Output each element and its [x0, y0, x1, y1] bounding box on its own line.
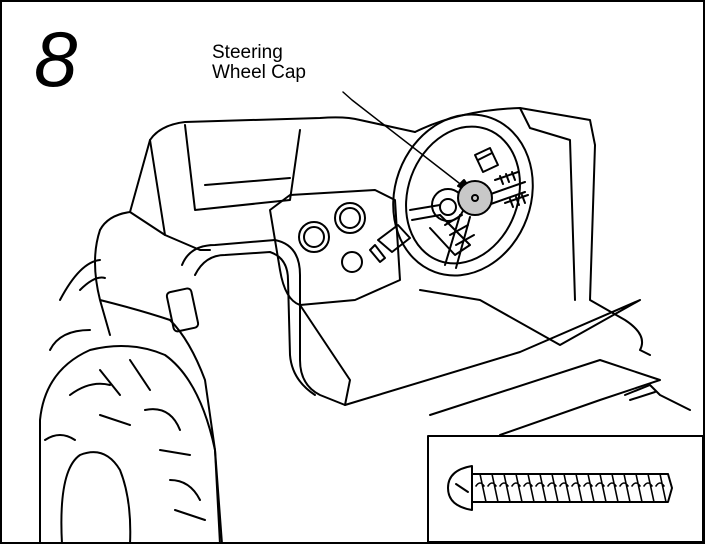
tire-outer: [39, 345, 223, 544]
step-number: 8: [34, 15, 78, 103]
screw-shank: [471, 473, 673, 503]
steering-spoke-bottom: [444, 214, 471, 269]
cap-screw-hole: [471, 194, 479, 202]
side-emblem: [165, 287, 200, 333]
dashboard-knob: [341, 251, 363, 273]
screw-top: [494, 171, 519, 185]
pedal: [624, 384, 691, 411]
inset-box: [427, 435, 704, 543]
screw-head: [447, 465, 473, 511]
steering-wheel-cap: [457, 180, 493, 216]
steering-wheel-cap-label: Steering Wheel Cap: [212, 43, 306, 83]
steering-spoke-right: [487, 181, 526, 206]
cockpit-floor: [299, 289, 641, 406]
rear-storage-bin: [149, 124, 301, 236]
steering-wheel-inner: [405, 125, 521, 265]
callout-line-2: Wheel Cap: [212, 62, 306, 83]
tire-tread: [44, 359, 206, 521]
screw-head-slot: [455, 483, 469, 493]
tire-inner-rim: [60, 451, 132, 544]
side-body-lower: [94, 229, 221, 544]
side-roll-bar: [181, 239, 346, 406]
screw-threads: [475, 473, 667, 503]
body-outline: [99, 116, 416, 231]
steering-spoke-left: [409, 204, 441, 221]
gauge-left-inner: [303, 226, 325, 248]
screw-bottom: [504, 194, 529, 208]
side-panel-inner: [194, 251, 316, 396]
callout-line-1: Steering: [212, 42, 283, 63]
gauge-right: [334, 202, 366, 234]
dashboard-panel: [269, 189, 401, 306]
gear-mount: [474, 147, 499, 173]
front-fender: [49, 259, 106, 351]
ignition-key: [369, 224, 411, 263]
steering-wheel-outer: [392, 113, 534, 277]
gauge-right-inner: [339, 207, 361, 229]
seat-bottom: [429, 359, 661, 436]
side-wall-inner: [519, 107, 576, 301]
steering-hub-inner: [439, 198, 457, 216]
rear-deck-edge: [129, 211, 211, 251]
gauge-left: [298, 221, 330, 253]
callout-leader-line: [342, 91, 469, 191]
front-side-wall: [414, 107, 651, 356]
